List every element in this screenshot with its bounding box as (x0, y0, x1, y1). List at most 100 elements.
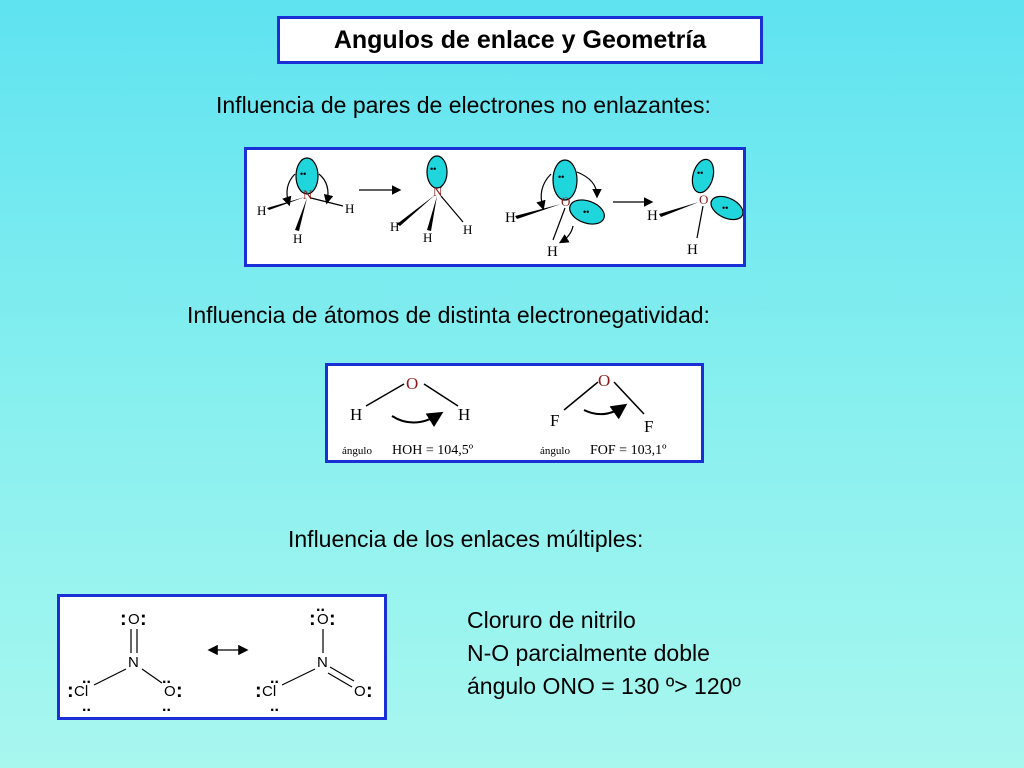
atom-o: O (164, 683, 176, 700)
caption-word: ángulo (342, 445, 372, 457)
repulsion-arrow (558, 225, 574, 244)
atom-n-2: N (433, 184, 443, 199)
lone-pair-dots: •• (697, 168, 703, 178)
bond-line (141, 668, 163, 684)
structure-left: : O : N .. : Cl .. .. O : .. (67, 608, 183, 715)
lone-pair-dots: .. (82, 698, 91, 715)
caption-value-hoh: HOH = 104,5º (392, 443, 474, 458)
title-box: Angulos de enlace y Geometría (277, 16, 763, 64)
atom-n: N (128, 654, 139, 671)
repulsion-arrow (282, 173, 296, 207)
atom-o: O (354, 683, 366, 700)
bond-wedge (267, 197, 305, 210)
lone-pair-lobe (295, 157, 319, 195)
water-molecule: O H H ángulo HOH = 104,5º (342, 374, 474, 458)
lone-pair-dots: •• (300, 169, 306, 179)
water-compressed: •• •• O H H (647, 158, 743, 258)
lone-pair-lobe (569, 199, 605, 225)
bond-wedge (427, 196, 437, 231)
repulsion-arrow (318, 173, 334, 205)
bond-wedge (397, 195, 435, 226)
lone-pair-dots: : (255, 680, 262, 702)
lone-pair-dots: : (366, 680, 373, 702)
lone-pairs-diagram: •• N H H H •• N H H H •• (257, 155, 743, 260)
angle-arrow (391, 411, 444, 428)
ammonia-with-arrows: •• N H H H (257, 157, 354, 246)
atom-f: F (644, 417, 653, 436)
ammonia-compressed: •• N H H H (390, 155, 472, 245)
lone-pair-dots: .. (162, 670, 171, 687)
heading-electronegativity: Influencia de átomos de distinta electro… (187, 302, 710, 328)
double-bond (329, 666, 355, 682)
atom-o: O (128, 611, 140, 628)
lone-pair-lobe (691, 158, 715, 194)
note-line-1: Cloruro de nitrilo (467, 607, 636, 633)
double-bond (327, 672, 353, 688)
lone-pair-dots: •• (583, 207, 589, 217)
bond-line (423, 383, 459, 407)
atom-h: H (647, 208, 658, 224)
atom-f: F (550, 411, 559, 430)
atom-h: H (687, 242, 698, 258)
atom-n: N (317, 654, 328, 671)
bond-line (696, 205, 704, 239)
atom-h: H (345, 201, 354, 216)
atom-h: H (390, 219, 399, 234)
electronegativity-diagram: O H H ángulo HOH = 104,5º O F F ángulo F… (342, 371, 667, 458)
bond-wedge (515, 204, 561, 219)
lone-pair-dots: .. (162, 698, 171, 715)
lone-pair-dots: .. (270, 670, 279, 687)
nitryl-chloride-note: Cloruro de nitrilo N-O parcialmente dobl… (467, 604, 741, 703)
bond-line (552, 207, 566, 241)
lone-pair-dots: : (67, 680, 74, 702)
resonance-diagram: : O : N .. : Cl .. .. O : .. .. : O : N (67, 598, 373, 715)
caption-word: ángulo (540, 445, 570, 457)
bond-line (613, 381, 645, 415)
bond-line (281, 668, 316, 686)
atom-cl: Cl (74, 683, 88, 700)
atom-o-2: O (699, 192, 708, 207)
atom-o-1: O (561, 194, 570, 209)
panel-electronegativity: O H H ángulo HOH = 104,5º O F F ángulo F… (325, 363, 704, 463)
lone-pair-lobe (710, 195, 743, 221)
lone-pair-dots: •• (722, 203, 728, 213)
atom-o: O (406, 374, 418, 393)
heading-multiple-bonds: Influencia de los enlaces múltiples: (288, 526, 644, 552)
caption-value-fof: FOF = 103,1º (590, 443, 667, 458)
repulsion-arrow (536, 173, 552, 211)
lone-pair-lobe (552, 159, 578, 201)
atom-h: H (547, 244, 558, 260)
bond-line (563, 381, 599, 411)
atom-h: H (257, 203, 266, 218)
atom-h: H (505, 210, 516, 226)
atom-o: O (598, 371, 610, 390)
structure-right: .. : O : N .. : Cl .. O : (255, 598, 373, 715)
note-line-3: ángulo ONO = 130 º> 120º (467, 673, 741, 699)
atom-h: H (293, 231, 302, 246)
lone-pair-dots: : (140, 608, 147, 630)
atom-h: H (350, 405, 362, 424)
water-with-arrows: •• •• O H H (505, 159, 605, 260)
lone-pair-lobe (426, 155, 448, 189)
atom-cl: Cl (262, 683, 276, 700)
lone-pair-dots: : (120, 608, 127, 630)
atom-h: H (423, 230, 432, 245)
bond-wedge (659, 202, 699, 217)
lone-pair-dots: .. (82, 670, 91, 687)
bond-line (365, 383, 405, 407)
heading-lone-pairs: Influencia de pares de electrones no enl… (216, 92, 711, 118)
lone-pair-dots: .. (270, 698, 279, 715)
lone-pair-dots: •• (558, 172, 564, 182)
repulsion-arrow (576, 171, 602, 199)
atom-h: H (458, 405, 470, 424)
lone-pair-dots: : (329, 608, 336, 630)
bond-line (440, 195, 464, 223)
atom-o: O (317, 611, 329, 628)
lone-pair-dots: : (309, 608, 316, 630)
lone-pair-dots: •• (430, 164, 436, 174)
bond-wedge (295, 198, 307, 231)
atom-h: H (463, 222, 472, 237)
atom-n-1: N (303, 187, 313, 202)
lone-pair-dots: .. (316, 598, 325, 615)
angle-arrow (583, 403, 628, 420)
